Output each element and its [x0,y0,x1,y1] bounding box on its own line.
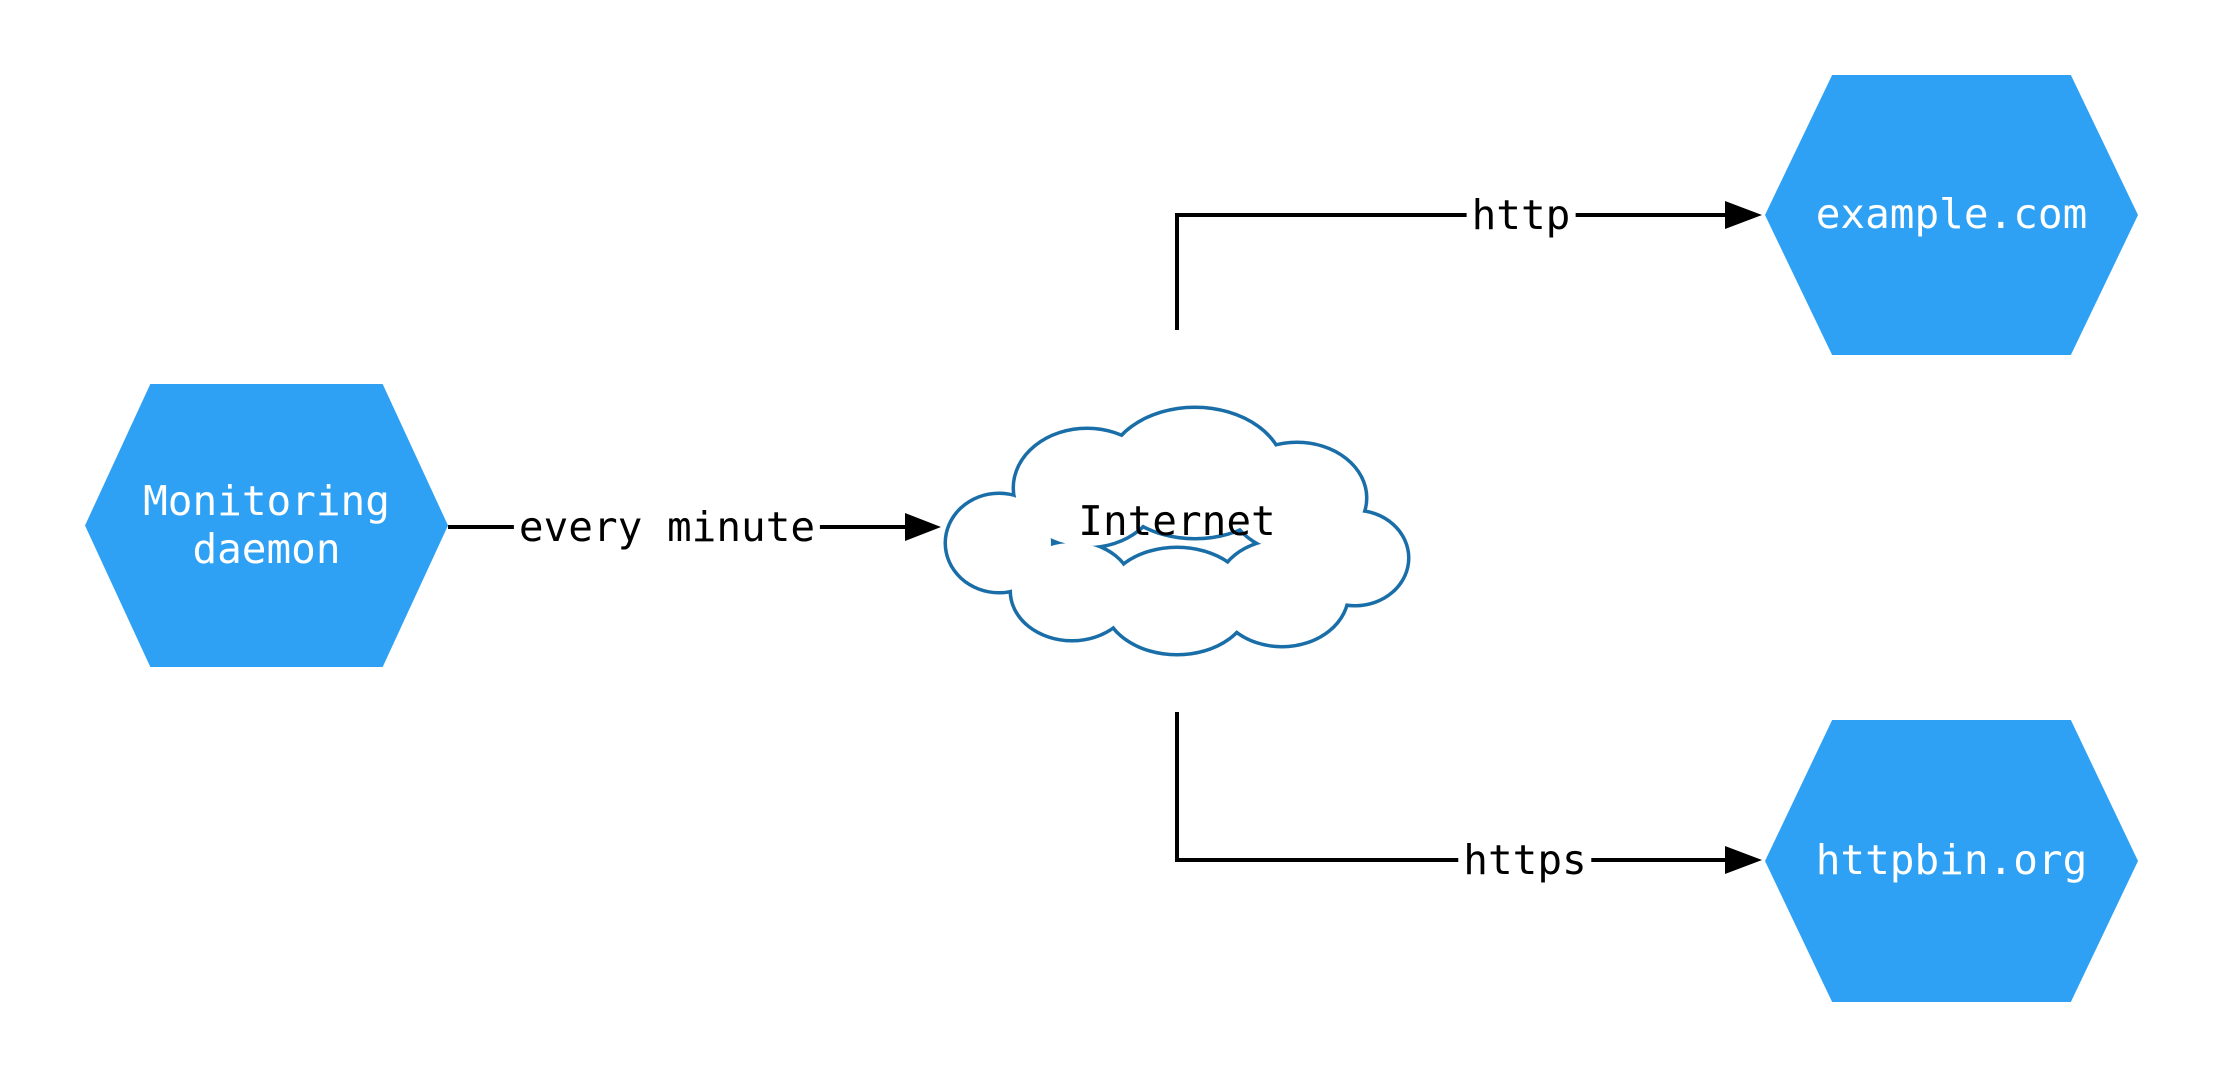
arrowhead-https-icon [1725,846,1762,874]
edge-http-line [1175,213,1725,330]
edge-http-label: http [1466,191,1576,239]
node-example-com: example.com [1765,75,2138,355]
arrowhead-every-minute-icon [905,513,941,541]
edge-every-minute-label: every minute [513,503,821,551]
node-example-com-label: example.com [1815,190,2088,239]
edge-https-line [1175,712,1725,862]
arrowhead-http-icon [1725,201,1762,229]
cloud-shape [943,405,1411,657]
node-monitoring-daemon-label: Monitoring daemon [143,477,390,573]
node-httpbin-org: httpbin.org [1765,720,2138,1002]
node-internet-label: Internet [1078,497,1276,545]
cloud-body [947,409,1407,653]
node-httpbin-org-label: httpbin.org [1815,836,2088,885]
edge-https-label: https [1458,836,1592,884]
node-monitoring-daemon: Monitoring daemon [85,384,448,667]
edge-arrowheads [905,201,1762,874]
